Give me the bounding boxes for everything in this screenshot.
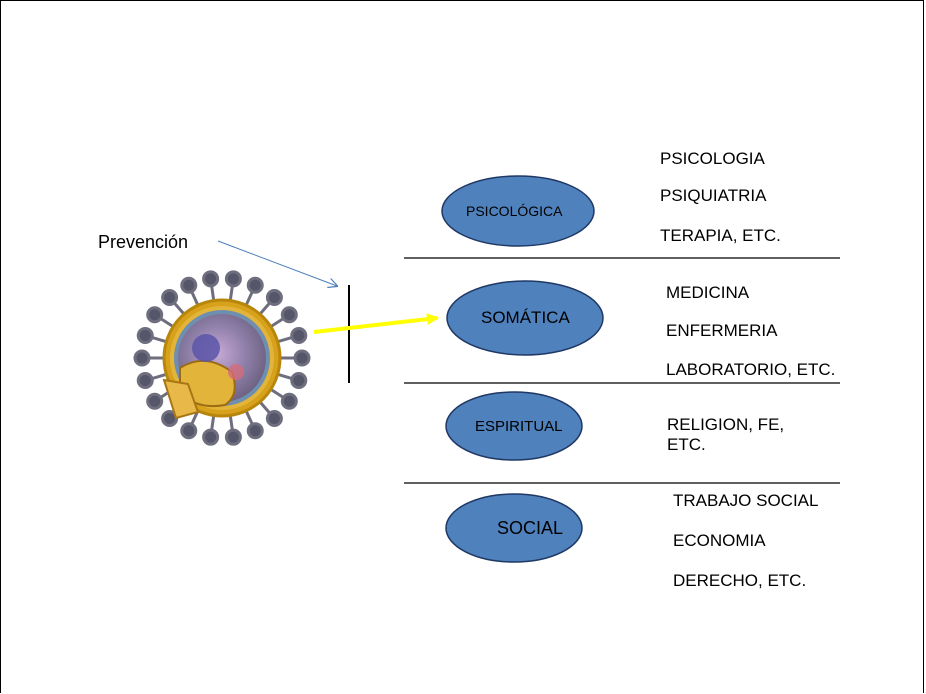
list-item: TRABAJO SOCIAL	[673, 491, 819, 510]
ellipse-psicologica	[441, 175, 595, 247]
list-item: TERAPIA, ETC.	[660, 226, 781, 245]
list-item: PSICOLOGIA	[660, 149, 765, 168]
list-item: LABORATORIO, ETC.	[666, 360, 836, 379]
dimension-label-psicologica: PSICOLÓGICA	[466, 203, 563, 219]
list-item: DERECHO, ETC.	[673, 571, 807, 590]
ellipse-somatica	[446, 280, 604, 356]
ellipse-social	[445, 493, 583, 563]
list-item: MEDICINA	[666, 283, 750, 302]
list-item: PSIQUIATRIA	[660, 186, 767, 205]
list-item: ECONOMIA	[673, 531, 766, 550]
yellow-arrow	[313, 313, 439, 334]
list-item: RELIGION, FE, ETC.	[667, 415, 785, 455]
dimension-label-somatica: SOMÁTICA	[481, 308, 570, 327]
list-item: ENFERMERIA	[666, 321, 778, 340]
virus-image	[133, 270, 311, 446]
pointer-arrow	[217, 240, 337, 286]
prevencion-label: Prevención	[98, 232, 189, 252]
dimension-label-espiritual: ESPIRITUAL	[475, 418, 563, 435]
ellipse-espiritual	[445, 391, 583, 461]
dimension-label-social: SOCIAL	[497, 518, 564, 538]
